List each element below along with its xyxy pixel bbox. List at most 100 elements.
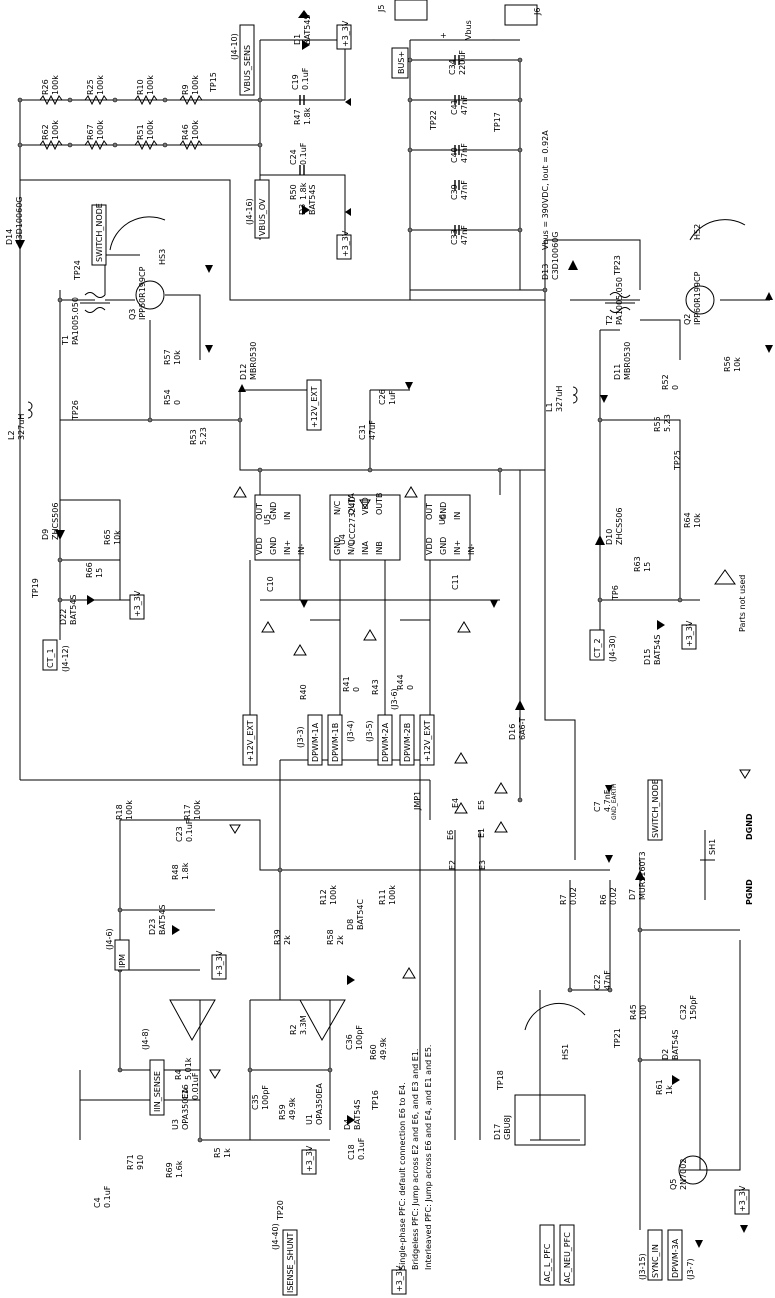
u4-body: [329, 494, 401, 561]
v33-f: +3_3V: [305, 1145, 314, 1172]
d10-symbol: [595, 535, 605, 545]
pfc-note-2: Bridgeless PFC: Jump across E2 and E6, a…: [411, 1049, 420, 1270]
t2-symbol: [605, 292, 635, 313]
j5-body: [394, 0, 428, 21]
capacitor-ref-c41: C41: [450, 99, 459, 115]
testpoint-tp6: TP6: [611, 585, 620, 601]
part-ref-q3: Q3: [128, 309, 137, 320]
testpoint-tp20: TP20: [276, 1200, 285, 1221]
dpwm1b-label: DPWM-1B: [331, 723, 340, 762]
resistor-ref-r56: R56: [723, 356, 732, 372]
resistor-val-r18: 100k: [125, 800, 134, 820]
capacitor-val-c36: 100pF: [355, 1025, 364, 1050]
u6-pin-3: VDD: [425, 537, 434, 555]
capacitor-val-c32: 150pF: [689, 995, 698, 1020]
capacitor-val-c18: 0.1uF: [357, 1137, 366, 1160]
part-ref-u4: U4: [338, 534, 347, 545]
part-val-d7: MURS160T3: [638, 851, 647, 900]
r51-symbol: [134, 139, 158, 151]
resistor-val-r39: 2k: [283, 935, 292, 945]
resistor-val-r51: 100k: [146, 120, 155, 140]
part-val-d23: BAT54S: [158, 905, 167, 935]
resistor-ref-r10: R10: [136, 79, 145, 95]
part-val-u1: OPA350EA: [315, 1083, 324, 1125]
part-ref-u5: U5: [263, 514, 272, 525]
part-ref-d1: D1: [293, 34, 302, 45]
part-val-d11: MBR0530: [623, 342, 632, 380]
ct2-label: CT_2: [593, 638, 602, 658]
u5-pin-5: IN+: [283, 540, 292, 555]
vbus-ov-pin: (J4-16): [245, 198, 254, 225]
capacitor-val-c35: 100pF: [261, 1085, 270, 1110]
capacitor-val-c23: 0.1uF: [185, 819, 194, 842]
part-ref-d11: D11: [613, 364, 622, 380]
part-ref-l2: L2: [7, 430, 16, 440]
u4-pin-6: INA: [361, 541, 370, 555]
part-val-d3: BAT54S: [308, 185, 317, 215]
v33-g: +3_3V: [395, 1265, 404, 1292]
resistor-val-r6: 0.02: [609, 887, 618, 905]
resistor-val-r41: 0: [352, 687, 361, 692]
capacitor-val-c22: 47nF: [603, 970, 612, 990]
part-val-d14: C3D10060G: [15, 197, 24, 245]
capacitor-val-c4: 0.1uF: [103, 1185, 112, 1208]
part-val-l2: 327uH: [17, 414, 26, 440]
dpwm3a-label: DPWM-3A: [671, 1238, 680, 1278]
r26-symbol: [39, 94, 63, 106]
component-symbols: [15, 0, 746, 1185]
resistor-ref-r57: R57: [163, 349, 172, 365]
dpwm2a-label: DPWM-2A: [381, 722, 390, 762]
resistor-val-r57: 10k: [173, 350, 182, 365]
capacitor-val-c31: 47uF: [368, 420, 377, 440]
v33-b: +3_3V: [341, 230, 350, 257]
resistor-val-r66: 15: [95, 568, 104, 578]
u6-pin-1: GND: [439, 502, 448, 520]
bus-plus-label: BUS+: [397, 51, 406, 74]
resistor-val-r47: 1.8k: [303, 107, 312, 125]
jumper-pad-e3: E3: [478, 860, 487, 870]
resistor-val-r10: 100k: [146, 75, 155, 95]
resistor-val-r52: 0: [671, 385, 680, 390]
l2-symbol: [27, 401, 33, 419]
u1-symbol: [299, 999, 346, 1042]
ext12-label-c: +12V_EXT: [423, 720, 432, 762]
part-ref-d22: D22: [59, 609, 68, 625]
part-ref-u1: U1: [305, 1114, 314, 1125]
capacitor-ref-c16: C16: [181, 1084, 190, 1100]
part-val-q5: 2N7002: [679, 1159, 688, 1190]
resistor-ref-r66: R66: [85, 562, 94, 578]
resistor-ref-r9: R9: [181, 84, 190, 95]
capacitor-ref-c32: C32: [679, 1004, 688, 1020]
resistor-val-r17: 100k: [193, 800, 202, 820]
v33-c: +3_3V: [133, 590, 142, 617]
t1-symbol: [80, 292, 110, 313]
resistor-ref-r48: R48: [171, 864, 180, 880]
u6-pin-6: IN-: [467, 544, 476, 555]
resistor-ref-r69: R69: [165, 1162, 174, 1178]
resistor-ref-r7: R7: [559, 894, 568, 905]
u5-pin-1: GND: [269, 502, 278, 520]
resistor-val-r64: 10k: [693, 513, 702, 528]
capacitor-val-c7: 4.7nF: [603, 789, 612, 812]
u6-pin-4: GND: [439, 537, 448, 555]
u5-pin-0: OUT: [255, 503, 264, 520]
u5-pin-2: IN: [283, 512, 292, 520]
resistor-ref-r12: R12: [319, 889, 328, 905]
resistor-val-r46: 100k: [191, 120, 200, 140]
c33-symbol: [454, 225, 460, 235]
capacitor-ref-c4: C4: [93, 1197, 102, 1208]
d4-symbol: [347, 1115, 355, 1125]
resistor-val-r45: 100: [639, 1005, 648, 1020]
labels: J5 J6 BUS+ Vbus + - Vbus = 390VDC, Iout …: [46, 5, 754, 1293]
d11-symbol: [600, 395, 608, 403]
part-val-t2: PA1005.050: [615, 277, 624, 325]
resistor-ref-r18: R18: [115, 804, 124, 820]
vbus-label: Vbus: [464, 20, 473, 40]
ext12-label-b: +12V_EXT: [246, 720, 255, 762]
part-ref-q2: Q2: [683, 314, 692, 325]
resistor-val-r26: 100k: [51, 75, 60, 95]
u4-pin-7: INB: [375, 541, 384, 555]
part-val-d1: BAT54S: [303, 15, 312, 45]
resistor-val-r63: 15: [643, 562, 652, 572]
